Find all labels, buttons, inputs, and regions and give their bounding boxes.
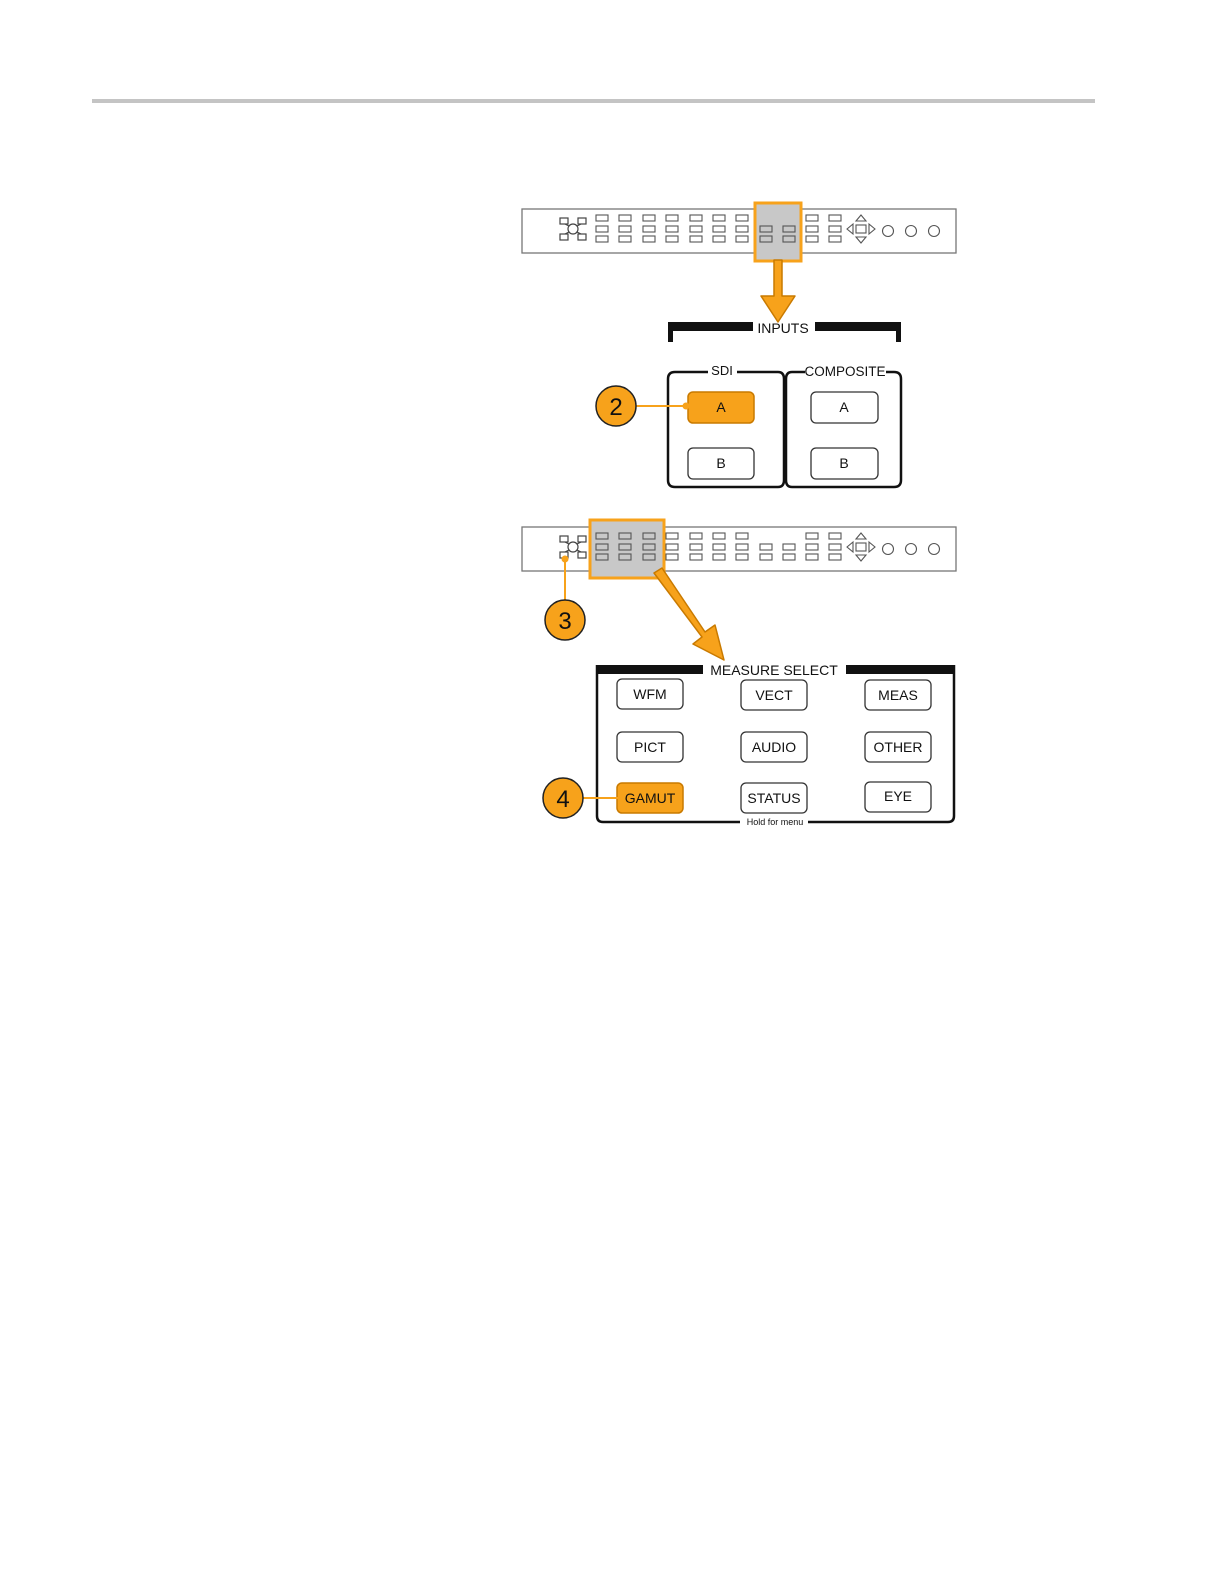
meas-button[interactable]: MEAS [865, 680, 931, 710]
callout-4-number: 4 [556, 786, 569, 813]
status-button[interactable]: STATUS [741, 783, 807, 813]
front-panel-top [522, 203, 956, 261]
callout-4: 4 [543, 778, 626, 818]
sdi-a-button[interactable]: A [688, 392, 754, 423]
status-button-label: STATUS [747, 790, 800, 806]
measure-select-panel: MEASURE SELECT WFM VECT MEAS PICT AUDIO … [597, 662, 954, 827]
wfm-button-label: WFM [633, 686, 666, 702]
composite-a-button-label: A [839, 399, 849, 415]
hold-for-menu-note: Hold for menu [747, 817, 804, 827]
callout-3-number: 3 [558, 608, 571, 635]
vect-button[interactable]: VECT [741, 680, 807, 710]
sdi-group-label: SDI [711, 363, 733, 378]
other-button[interactable]: OTHER [865, 732, 931, 762]
audio-button[interactable]: AUDIO [741, 732, 807, 762]
pict-button[interactable]: PICT [617, 732, 683, 762]
arrow-down-icon [654, 568, 724, 660]
audio-button-label: AUDIO [752, 739, 796, 755]
other-button-label: OTHER [874, 739, 923, 755]
measure-select-title: MEASURE SELECT [710, 662, 838, 678]
front-panel-bottom [522, 520, 956, 578]
arrow-down-icon [761, 260, 795, 322]
pict-button-label: PICT [634, 739, 666, 755]
sdi-a-button-label: A [716, 399, 726, 415]
composite-b-button-label: B [839, 455, 848, 471]
inputs-title: INPUTS [757, 320, 808, 336]
composite-b-button[interactable]: B [811, 448, 878, 479]
gamut-button[interactable]: GAMUT [617, 783, 683, 813]
callout-2: 2 [596, 386, 690, 426]
eye-button[interactable]: EYE [865, 782, 931, 812]
composite-group-label: COMPOSITE [804, 364, 885, 379]
callout-2-number: 2 [609, 394, 622, 421]
gamut-button-label: GAMUT [625, 790, 676, 806]
sdi-b-button[interactable]: B [688, 448, 754, 479]
meas-button-label: MEAS [878, 687, 918, 703]
eye-button-label: EYE [884, 788, 912, 804]
composite-a-button[interactable]: A [811, 392, 878, 423]
inputs-panel: INPUTS SDI A B COMPOSITE A B [668, 320, 901, 487]
measure-select-highlight-region [590, 520, 664, 578]
sdi-b-button-label: B [716, 455, 725, 471]
vect-button-label: VECT [755, 687, 793, 703]
wfm-button[interactable]: WFM [617, 679, 683, 709]
